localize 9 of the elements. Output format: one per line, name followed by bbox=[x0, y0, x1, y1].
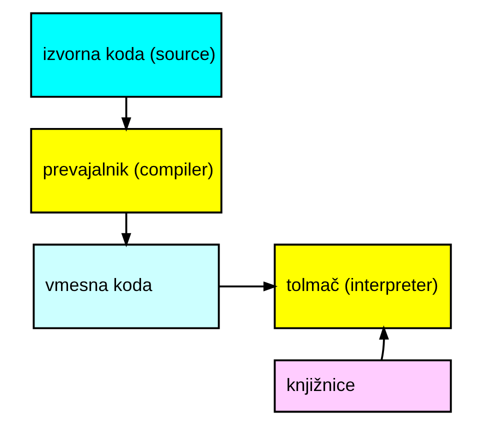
arrow bbox=[218, 281, 278, 292]
arrow bbox=[120, 212, 131, 248]
arrow bbox=[120, 97, 131, 132]
node-box: tolmač (interpreter) bbox=[273, 244, 452, 330]
node-box: prevajalnik (compiler) bbox=[30, 128, 222, 214]
node-box: vmesna koda bbox=[32, 244, 220, 330]
node-box: izvorna koda (source) bbox=[30, 12, 222, 98]
node-box: knjižnice bbox=[273, 359, 452, 413]
arrow bbox=[378, 325, 388, 360]
